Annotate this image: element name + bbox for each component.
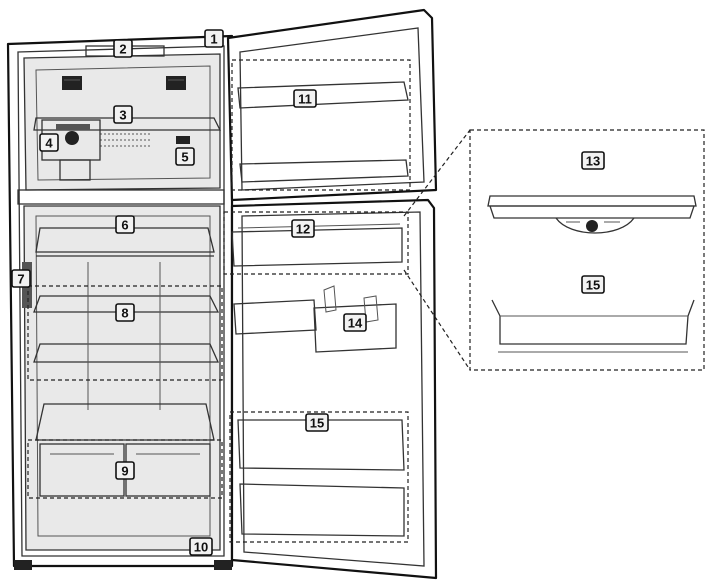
callout-9: 9 bbox=[115, 461, 135, 480]
shelves-area bbox=[27, 285, 223, 381]
dairy-bin-area bbox=[223, 211, 409, 275]
callout-14: 14 bbox=[343, 313, 367, 332]
callout-13: 13 bbox=[581, 151, 605, 170]
callout-10: 10 bbox=[189, 537, 213, 556]
callout-15-door: 15 bbox=[305, 413, 329, 432]
detail-inset bbox=[403, 129, 705, 371]
freezer-door-bins bbox=[237, 81, 409, 183]
leveling-feet bbox=[14, 560, 232, 570]
svg-text:4: 4 bbox=[45, 136, 53, 151]
callout-15-inset: 15 bbox=[581, 275, 605, 294]
freezer-door bbox=[226, 8, 438, 202]
svg-text:12: 12 bbox=[296, 222, 310, 237]
svg-text:9: 9 bbox=[121, 464, 128, 479]
callout-11: 11 bbox=[293, 89, 317, 108]
callout-8: 8 bbox=[115, 303, 135, 322]
callout-7: 7 bbox=[11, 269, 31, 288]
callout-1: 1 bbox=[204, 29, 224, 48]
svg-text:1: 1 bbox=[210, 32, 217, 47]
svg-text:11: 11 bbox=[298, 92, 312, 107]
callout-12: 12 bbox=[291, 219, 315, 238]
svg-text:8: 8 bbox=[121, 306, 128, 321]
svg-text:13: 13 bbox=[586, 154, 600, 169]
dairy-bin bbox=[231, 223, 403, 267]
svg-text:10: 10 bbox=[194, 540, 208, 555]
freezer-vents bbox=[62, 76, 186, 90]
svg-text:6: 6 bbox=[121, 218, 128, 233]
callout-5: 5 bbox=[175, 147, 195, 166]
svg-text:14: 14 bbox=[348, 316, 363, 331]
callout-6: 6 bbox=[115, 215, 135, 234]
svg-text:7: 7 bbox=[17, 272, 24, 287]
callout-2: 2 bbox=[113, 39, 133, 58]
svg-text:2: 2 bbox=[119, 42, 126, 57]
svg-text:15: 15 bbox=[310, 416, 324, 431]
svg-text:3: 3 bbox=[119, 108, 126, 123]
svg-text:15: 15 bbox=[586, 278, 600, 293]
fresh-shelf-top bbox=[35, 227, 215, 257]
fresh-food-door bbox=[230, 198, 438, 580]
freezer-shelf bbox=[33, 117, 222, 147]
callout-4: 4 bbox=[39, 133, 59, 152]
vegetable-crispers bbox=[35, 403, 215, 497]
adjustable-shelves bbox=[33, 262, 220, 410]
callout-3: 3 bbox=[113, 105, 133, 124]
door-bins bbox=[233, 299, 405, 537]
freezer-light bbox=[176, 136, 190, 144]
svg-text:5: 5 bbox=[181, 150, 188, 165]
